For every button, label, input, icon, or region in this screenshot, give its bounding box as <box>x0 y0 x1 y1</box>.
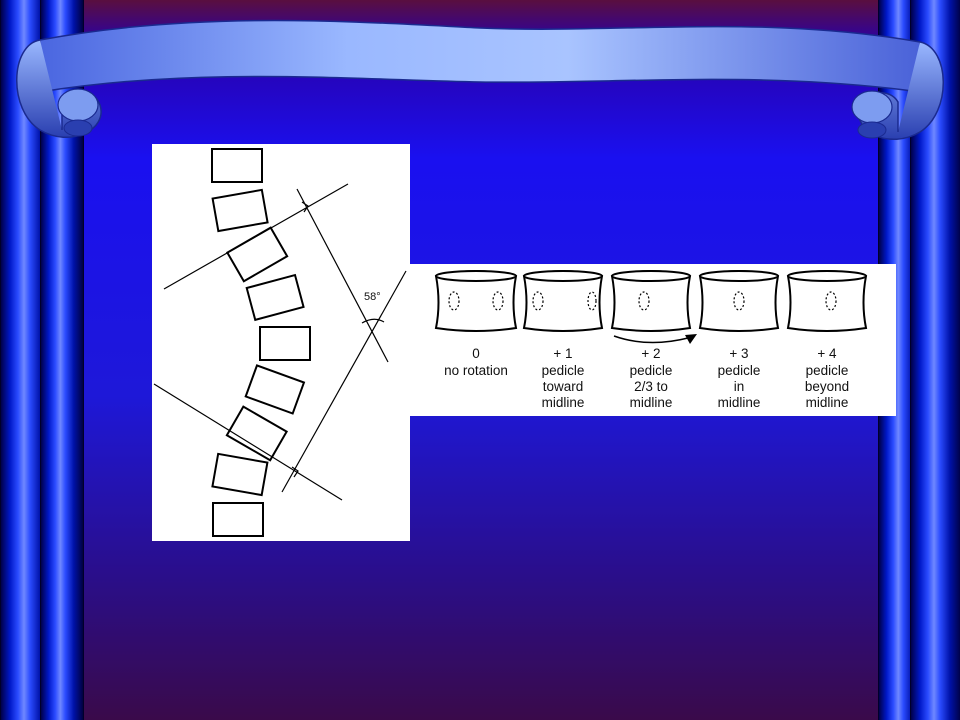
svg-text:pedicle: pedicle <box>806 363 849 378</box>
pedicle <box>733 291 745 311</box>
lower-endplate-line <box>153 383 343 501</box>
vertebral-rotation-grading: 0 no rotation + 1 pedicle toward midline… <box>408 264 896 416</box>
vertebra <box>259 326 311 361</box>
svg-text:midline: midline <box>718 395 761 410</box>
vertebra <box>211 148 263 183</box>
svg-text:0: 0 <box>472 346 480 361</box>
rotation-arrow <box>613 335 689 344</box>
vertebra <box>225 405 289 462</box>
vertebra <box>212 502 264 537</box>
vertebra-grade-4 <box>786 270 868 332</box>
upper-perpendicular <box>296 188 389 363</box>
grade-caption-0: 0 no rotation <box>444 346 508 378</box>
svg-text:+ 4: + 4 <box>817 346 837 361</box>
grade-caption-1: + 1 pedicle toward midline <box>542 346 585 410</box>
vertebra <box>245 273 305 322</box>
grade-caption-3: + 3 pedicle in midline <box>718 346 761 410</box>
arrow-head <box>685 334 697 344</box>
svg-text:pedicle: pedicle <box>630 363 673 378</box>
pedicle <box>532 291 544 311</box>
upper-endplate-line <box>163 183 349 290</box>
svg-text:midline: midline <box>542 395 585 410</box>
svg-text:pedicle: pedicle <box>542 363 585 378</box>
vertebra-grade-0 <box>434 270 518 332</box>
pedicle <box>638 291 650 311</box>
cobb-angle-label: 58° <box>364 291 381 303</box>
vertebra-grade-2 <box>610 270 692 332</box>
svg-text:2/3 to: 2/3 to <box>634 379 668 394</box>
pedicle <box>587 291 597 311</box>
svg-text:+ 3: + 3 <box>729 346 748 361</box>
spine-cobb-angle-diagram: 58° <box>152 144 410 541</box>
vertebra <box>244 364 306 415</box>
scroll-banner <box>16 19 944 141</box>
grade-caption-2: + 2 pedicle 2/3 to midline <box>630 346 673 410</box>
svg-text:+ 2: + 2 <box>641 346 660 361</box>
svg-text:toward: toward <box>543 379 584 394</box>
svg-text:no rotation: no rotation <box>444 363 508 378</box>
svg-text:pedicle: pedicle <box>718 363 761 378</box>
svg-text:in: in <box>734 379 745 394</box>
svg-text:+ 1: + 1 <box>553 346 572 361</box>
lower-perpendicular <box>281 270 407 493</box>
svg-text:midline: midline <box>806 395 849 410</box>
vertebra <box>211 188 269 233</box>
vertebra <box>211 452 269 497</box>
svg-text:midline: midline <box>630 395 673 410</box>
vertebra-grade-1 <box>522 270 604 332</box>
grade-caption-4: + 4 pedicle beyond midline <box>805 346 849 410</box>
vertebra-grade-3 <box>698 270 780 332</box>
pedicle <box>492 291 504 311</box>
banner-ribbon <box>39 19 921 93</box>
pedicle <box>448 291 460 311</box>
svg-text:beyond: beyond <box>805 379 849 394</box>
angle-arc <box>361 318 385 324</box>
pedicle <box>825 291 837 311</box>
